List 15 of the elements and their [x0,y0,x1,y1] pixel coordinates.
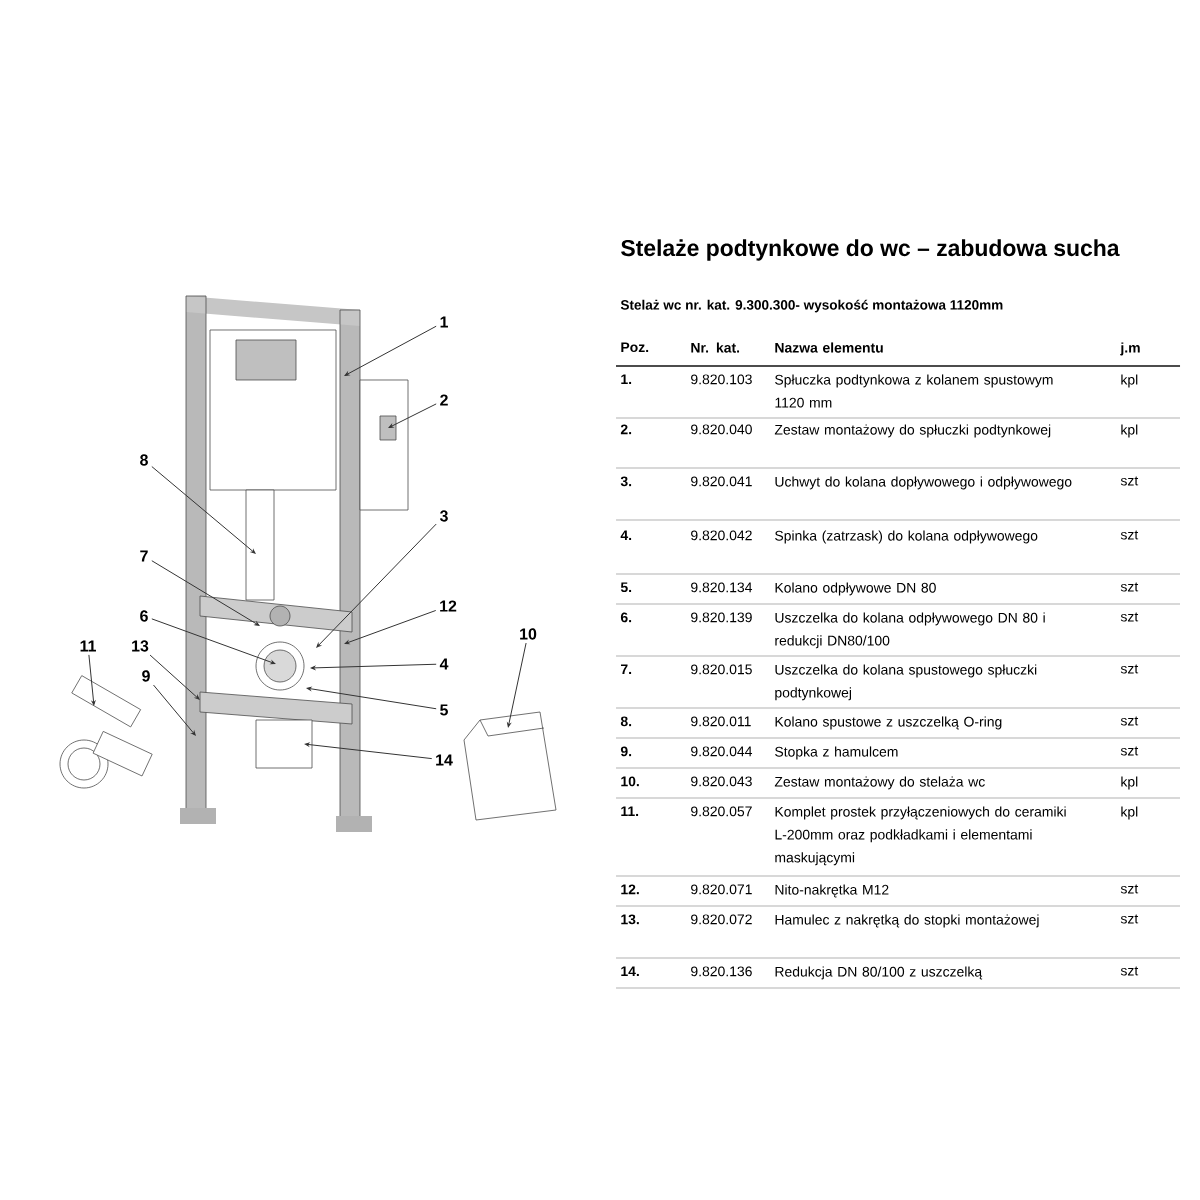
leader-line [310,663,437,670]
leader-line [344,610,437,645]
leader-line [151,466,256,554]
leader-line [306,686,437,710]
leader-line [153,684,196,736]
leader-line [388,403,437,428]
leader-line [151,560,260,626]
leader-line [344,325,437,376]
leader-line [304,742,433,760]
title: Stelaże podtynkowe do wc – zabudowa sucha [621,239,1120,261]
leader-line [507,642,527,728]
leader-line [151,618,276,665]
leader-line [149,654,200,700]
leader-line [316,523,437,648]
leader-line [88,654,96,706]
